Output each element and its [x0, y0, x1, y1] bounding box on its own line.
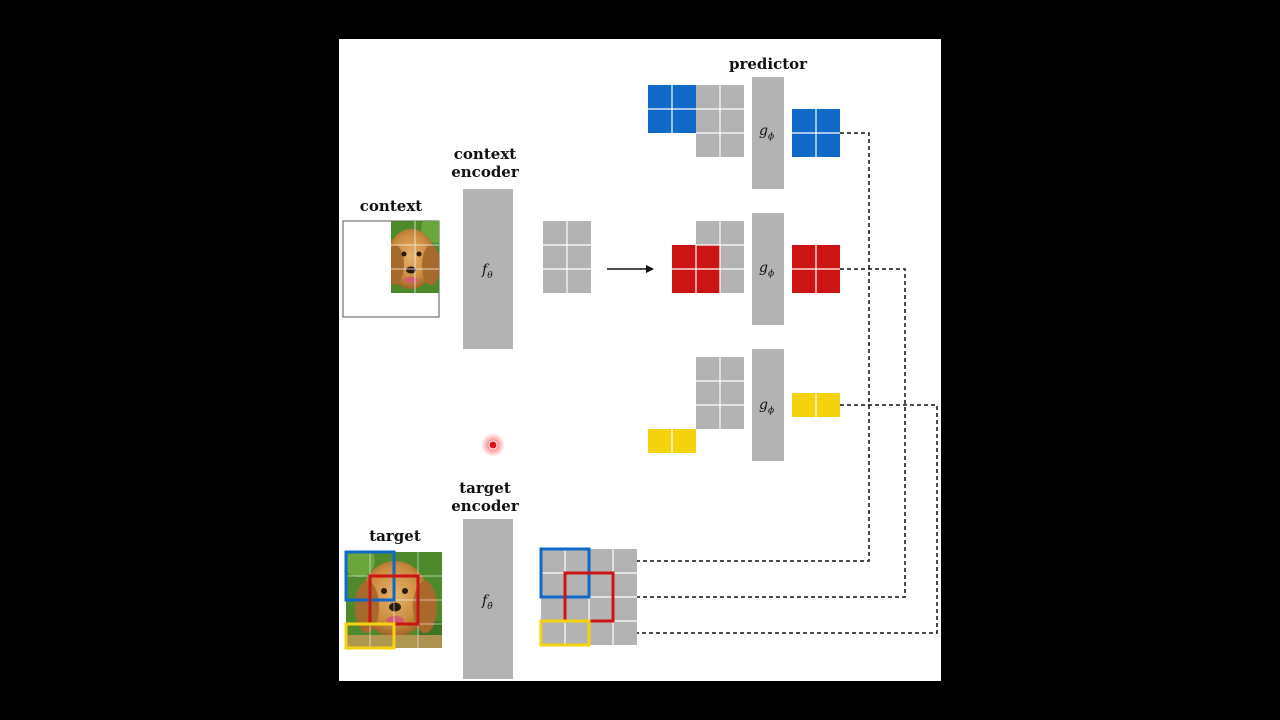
context-encoder-function: fθ [481, 262, 493, 281]
slide: context context encoder fθ predictor gϕ [339, 39, 941, 681]
ijepa-diagram: context context encoder fθ predictor gϕ [342, 55, 938, 679]
predictor-block-2 [752, 213, 784, 325]
predictor-block-1 [752, 77, 784, 189]
predictor-label: predictor [729, 55, 808, 73]
target-encoder-label-line2: encoder [451, 497, 520, 515]
context-label: context [360, 197, 422, 215]
predictor-row-red: gϕ [672, 213, 840, 325]
predictor-row-yellow: gϕ [648, 349, 840, 461]
target-image [344, 550, 442, 650]
dog-photo-crop [391, 221, 439, 293]
embedding-yellow-box [539, 619, 591, 647]
predictor-function-3: gϕ [759, 397, 774, 416]
context-encoder-label-line2: encoder [451, 163, 520, 181]
target-encoder-function: fθ̄ [481, 593, 493, 612]
target-label: target [369, 527, 421, 545]
predictor-row-blue: gϕ [648, 77, 840, 189]
target-encoder-block [463, 519, 513, 679]
laser-pointer [481, 433, 505, 457]
dashed-connectors [596, 132, 938, 637]
target-embedding-grid [539, 547, 637, 647]
yellow-connector [596, 404, 938, 637]
target-yellow-box [344, 622, 396, 650]
predictor-block-3 [752, 349, 784, 461]
context-encoder-block [463, 189, 513, 349]
context-image [342, 220, 440, 318]
predictor-function-2: gϕ [759, 260, 774, 279]
target-encoder-label-line1: target [459, 479, 511, 497]
context-embedding-grid [543, 221, 591, 293]
predictor-function-1: gϕ [759, 123, 774, 142]
red-connector [620, 268, 906, 601]
blue-connector [596, 132, 870, 565]
context-encoder-label-line1: context [454, 145, 516, 163]
